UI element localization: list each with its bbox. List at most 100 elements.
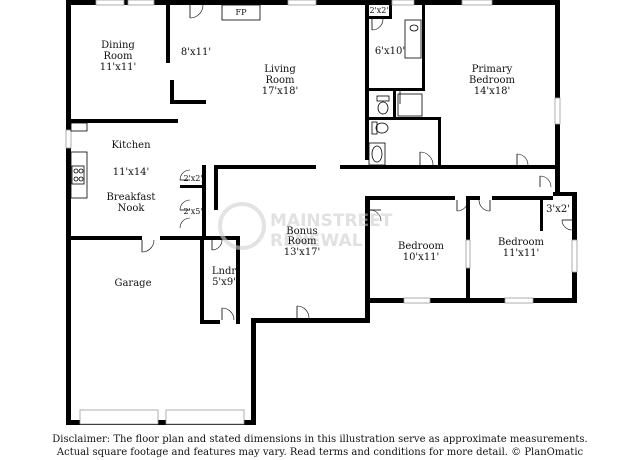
burner-icon bbox=[73, 176, 79, 182]
closet-right-dims: 3'x2' bbox=[546, 204, 570, 215]
watermark-logo bbox=[218, 202, 266, 250]
laundry-dims: 5'x9' bbox=[212, 277, 236, 288]
wall-primary-bottom bbox=[340, 165, 558, 169]
breakfast-name-2: Nook bbox=[118, 203, 146, 214]
door-swing-icon bbox=[478, 199, 491, 212]
dining-name-1: Dining bbox=[101, 40, 135, 51]
watermark: MAINSTREET RENEWAL bbox=[218, 202, 393, 251]
door-swing-icon bbox=[456, 199, 469, 212]
wall-garage-laundry bbox=[200, 236, 204, 324]
wall-primary-left bbox=[365, 5, 369, 160]
window-bedroom1-side bbox=[465, 239, 471, 269]
exterior-wall-bottom bbox=[251, 318, 369, 323]
closet-pantry-dims: 2'x2' bbox=[183, 174, 202, 183]
primary-bed-dims: 14'x18' bbox=[474, 86, 511, 97]
bath-primary-dims: 6'x10' bbox=[375, 46, 405, 57]
foyer-dims: 8'x11' bbox=[181, 47, 211, 58]
stove-icon bbox=[71, 165, 85, 185]
wall-living-stub bbox=[170, 80, 174, 104]
door-swing-icon bbox=[419, 151, 434, 166]
door-swing-icon bbox=[369, 209, 382, 222]
window-bath bbox=[391, 0, 415, 6]
door-swing-icon bbox=[179, 169, 191, 181]
window-primary bbox=[461, 0, 493, 6]
wall-nook-right bbox=[202, 165, 206, 238]
primary-bed-name-1: Primary bbox=[472, 64, 513, 75]
wall-living-bottom bbox=[214, 165, 316, 169]
shower-icon bbox=[397, 93, 423, 117]
fireplace-label: FP bbox=[236, 8, 248, 17]
sink-icon bbox=[409, 24, 419, 32]
vanity-icon bbox=[404, 19, 422, 59]
tub-basin-icon bbox=[371, 145, 383, 163]
wall-bedroom-hall-r bbox=[470, 196, 480, 200]
door-swing-icon bbox=[296, 305, 310, 319]
wall-bath-closet bbox=[369, 16, 391, 19]
bedroom-1-dims: 10'x11' bbox=[403, 252, 440, 263]
kitchen-name: Kitchen bbox=[111, 140, 151, 151]
wall-laundry-bottom bbox=[200, 320, 220, 324]
garage-door-right bbox=[165, 409, 245, 425]
wall-garage-top-r bbox=[160, 236, 206, 240]
exterior-wall-garage-right bbox=[251, 320, 256, 425]
window-primary-right bbox=[554, 97, 561, 125]
door-swing-icon bbox=[211, 239, 223, 251]
window-kitchen bbox=[65, 129, 72, 149]
bedroom-1-name: Bedroom bbox=[398, 241, 444, 252]
wall-bedroom-hall bbox=[365, 196, 455, 200]
laundry-name: Lndr bbox=[212, 266, 236, 277]
living-dims: 17'x18' bbox=[262, 86, 299, 97]
burner-icon bbox=[73, 168, 79, 174]
door-swing-icon bbox=[179, 199, 191, 211]
window-bedroom1-bottom bbox=[403, 297, 431, 304]
wall-bedroom-hall-r2 bbox=[492, 196, 553, 200]
toilet-icon bbox=[377, 101, 389, 115]
garage-doors bbox=[79, 409, 245, 425]
wall-bonus-left bbox=[214, 165, 218, 210]
bedroom-2-name: Bedroom bbox=[498, 237, 544, 248]
kitchen-dims: 11'x14' bbox=[113, 167, 150, 178]
toilet-tank-icon bbox=[371, 121, 378, 135]
exterior-wall-bedrooms-bottom bbox=[365, 298, 577, 303]
wall-bath-closet-v bbox=[389, 5, 392, 19]
fireplace-box bbox=[221, 4, 261, 21]
garage-door-left bbox=[79, 409, 159, 425]
burner-icon bbox=[78, 168, 84, 174]
kitchen-counter bbox=[70, 151, 88, 199]
dining-dims: 11'x11' bbox=[100, 62, 137, 73]
room-labels: Dining Room 11'x11' 8'x11' Living Room 1… bbox=[100, 6, 570, 289]
bonus-dims: 13'x17' bbox=[284, 247, 321, 258]
exterior-wall-bedroom1-right bbox=[365, 197, 370, 323]
wall-garage-top bbox=[66, 236, 142, 240]
fixtures bbox=[70, 19, 423, 199]
closet-hall-dims: 2'x5' bbox=[183, 207, 202, 216]
exterior-wall-right-step bbox=[553, 192, 577, 196]
door-swing-icon bbox=[189, 4, 204, 19]
bedroom-2-dims: 11'x11' bbox=[503, 248, 540, 259]
bonus-name-1: Bonus bbox=[286, 226, 317, 237]
watermark-line1: MAINSTREET bbox=[270, 211, 393, 231]
living-name-2: Room bbox=[265, 75, 295, 86]
bonus-name-2: Room bbox=[287, 236, 317, 247]
window-bedroom2-right bbox=[571, 239, 578, 273]
window-dining-2 bbox=[127, 0, 155, 6]
wall-laundry-top bbox=[202, 236, 240, 240]
wall-hall-bath-top bbox=[369, 117, 441, 120]
windows bbox=[65, 0, 578, 304]
wall-closet-divider bbox=[180, 185, 204, 188]
toilet-icon bbox=[375, 122, 389, 134]
kitchen-counter-top bbox=[70, 122, 88, 132]
exterior-wall-garage-bottom bbox=[66, 420, 256, 425]
watermark-line2: RENEWAL bbox=[270, 231, 363, 251]
door-swing-icon bbox=[516, 153, 529, 166]
wall-living-stub-h bbox=[170, 100, 206, 104]
door-swing-icon bbox=[221, 307, 235, 321]
door-swing-icon bbox=[141, 239, 155, 253]
fireplace: FP bbox=[221, 4, 261, 21]
doors bbox=[141, 4, 573, 321]
wall-wc-divider bbox=[393, 91, 396, 118]
living-name-1: Living bbox=[264, 64, 296, 75]
disclaimer-line-1: Disclaimer: The floor plan and stated di… bbox=[52, 434, 588, 445]
wall-bath-mid bbox=[369, 88, 425, 91]
wall-closet-right bbox=[540, 196, 543, 231]
